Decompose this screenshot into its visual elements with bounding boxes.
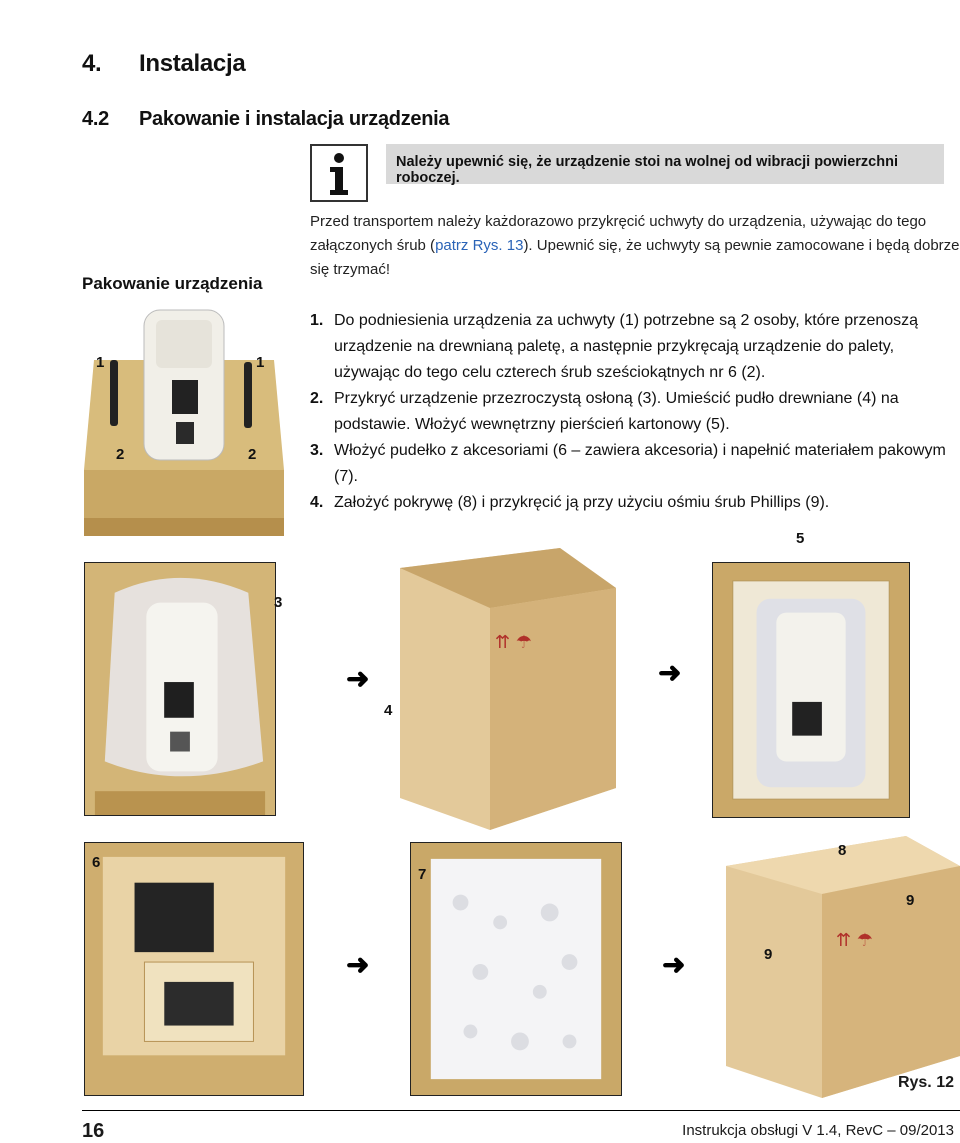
- step-text: Przykryć urządzenie przezroczystą osłoną…: [334, 390, 899, 433]
- notice-box: Należy upewnić się, że urządzenie stoi n…: [386, 144, 944, 186]
- subsection-number: 4.2: [82, 108, 109, 130]
- photo-closed-crate: ⇈ ☂: [726, 836, 960, 1098]
- photo-accessory-box: [84, 842, 304, 1096]
- callout-lid: 8: [838, 842, 847, 859]
- photo-covered-device: [84, 562, 276, 816]
- photo-wooden-crate: ⇈ ☂: [400, 548, 616, 830]
- sequence-arrow-icon: ➜: [662, 949, 686, 980]
- step-item: 1. Do podniesienia urządzenia za uchwyty…: [310, 308, 960, 386]
- photo-crate-interior: [712, 562, 910, 818]
- svg-text:⇈ ☂: ⇈ ☂: [495, 632, 532, 653]
- side-heading: Pakowanie urządzenia: [82, 274, 263, 293]
- page-number: 16: [82, 1120, 105, 1142]
- callout-screw-left: 2: [116, 446, 125, 463]
- step-number: 2.: [310, 390, 324, 407]
- step-number: 1.: [310, 312, 324, 329]
- callout-crate: 4: [384, 702, 393, 719]
- callout-handle-left: 1: [96, 354, 105, 371]
- callout-cover: 3: [274, 594, 283, 611]
- intro-text-1: Przed transportem należy każdorazowo prz…: [310, 213, 927, 254]
- sequence-arrow-icon: ➜: [346, 663, 370, 694]
- intro-text-2: ). Upewnić się, że uchwyty są pewnie zam…: [310, 237, 960, 278]
- svg-text:⇈ ☂: ⇈ ☂: [836, 930, 873, 951]
- photo-packing-material: [410, 842, 622, 1096]
- callout-handle-right: 1: [256, 354, 265, 371]
- footer-doc-info: Instrukcja obsługi V 1.4, RevC – 09/2013: [682, 1122, 954, 1139]
- section-heading: 4. Instalacja: [82, 50, 246, 78]
- steps-list: 1. Do podniesienia urządzenia za uchwyty…: [310, 308, 960, 516]
- sequence-arrow-icon: ➜: [346, 949, 370, 980]
- footer-divider: [82, 1110, 960, 1111]
- step-number: 4.: [310, 494, 324, 511]
- sequence-arrow-icon: ➜: [658, 657, 682, 688]
- step-text: Włożyć pudełko z akcesoriami (6 – zawier…: [334, 442, 946, 485]
- callout-screw-front: 9: [764, 946, 773, 963]
- callout-ring: 5: [796, 530, 805, 547]
- intro-paragraph: Przed transportem należy każdorazowo prz…: [310, 210, 960, 282]
- subsection-title: Pakowanie i instalacja urządzenia: [139, 108, 450, 130]
- step-item: 2. Przykryć urządzenie przezroczystą osł…: [310, 386, 960, 438]
- info-icon: [310, 144, 368, 202]
- step-text: Do podniesienia urządzenia za uchwyty (1…: [334, 312, 919, 381]
- step-text: Założyć pokrywę (8) i przykręcić ją przy…: [334, 494, 830, 511]
- callout-packing: 7: [418, 866, 427, 883]
- notice-text: Należy upewnić się, że urządzenie stoi n…: [396, 154, 898, 186]
- callout-screw-right: 2: [248, 446, 257, 463]
- subsection-heading: 4.2 Pakowanie i instalacja urządzenia: [82, 108, 450, 131]
- photo-device-on-pallet: [84, 300, 284, 536]
- figure-label: Rys. 12: [897, 1074, 954, 1091]
- section-number: 4.: [82, 50, 102, 77]
- section-title: Instalacja: [139, 50, 246, 77]
- step-number: 3.: [310, 442, 324, 459]
- figure-reference-link[interactable]: patrz Rys. 13: [435, 237, 524, 254]
- step-item: 3. Włożyć pudełko z akcesoriami (6 – zaw…: [310, 438, 960, 490]
- step-item: 4. Założyć pokrywę (8) i przykręcić ją p…: [310, 490, 960, 516]
- callout-screw-top: 9: [906, 892, 915, 909]
- callout-accessory-box: 6: [92, 854, 101, 871]
